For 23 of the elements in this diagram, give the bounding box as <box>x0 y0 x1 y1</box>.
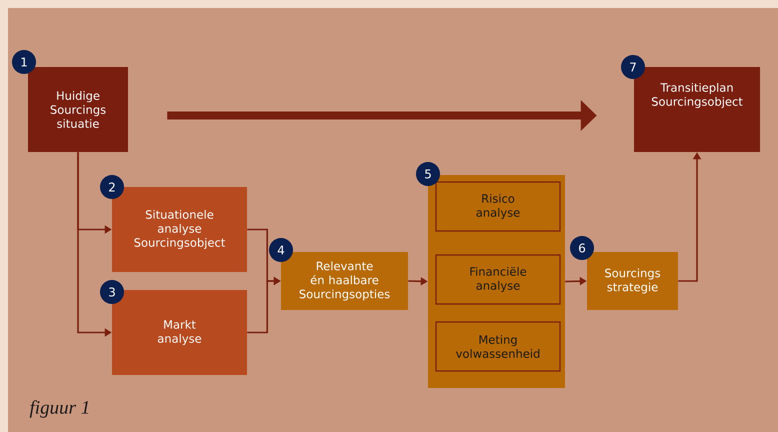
box-label: Transitieplan Sourcingsobject <box>652 82 743 108</box>
step-number: 7 <box>621 55 645 79</box>
sub-step-box <box>435 181 561 232</box>
step-number: 6 <box>570 236 594 260</box>
box-label: Sourcings strategie <box>605 268 660 294</box>
step-box <box>28 67 128 152</box>
sub-step-box <box>435 254 561 305</box>
box-label: Financiële analyse <box>470 266 526 292</box>
step-number: 4 <box>269 238 293 262</box>
box-label: Risico analyse <box>476 194 520 220</box>
step-number: 1 <box>12 50 36 74</box>
step-number: 2 <box>100 175 124 199</box>
figure-caption: figuur 1 <box>30 400 88 418</box>
box-label: Meting volwassenheid <box>456 335 540 358</box>
step-number: 5 <box>416 162 440 186</box>
step-box <box>587 252 678 310</box>
box-label: Markt analyse <box>158 320 202 346</box>
step-number: 3 <box>100 280 124 304</box>
step-box <box>634 67 760 152</box>
box-label: Relevante én haalbare Sourcingsopties <box>300 261 390 301</box>
sub-step-box <box>435 321 561 372</box>
box-label: Situationele analyse Sourcingsobject <box>134 210 226 250</box>
box-label: Huidige Sourcings situatie <box>50 91 106 128</box>
